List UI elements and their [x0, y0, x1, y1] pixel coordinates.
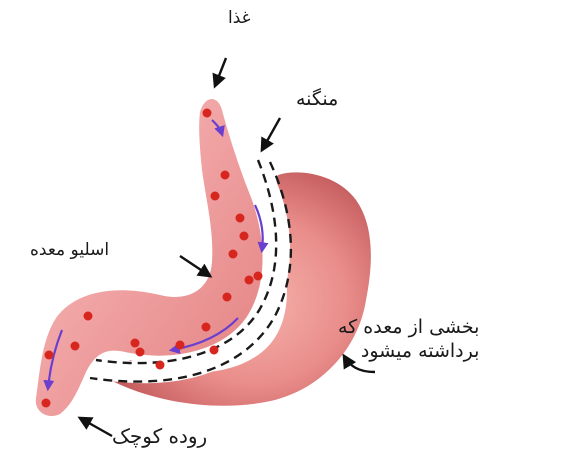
food-particle — [156, 361, 165, 370]
label-removed-part: بخشی از معده که برداشته میشود — [338, 316, 479, 364]
pointer-small-intestine — [80, 418, 112, 436]
label-small-intestine: روده کوچک — [112, 424, 207, 449]
label-sleeve-gastrectomy: اسلیو معده — [30, 240, 109, 261]
food-particle — [131, 339, 140, 348]
food-particle — [136, 348, 145, 357]
food-particle — [223, 293, 232, 302]
food-particle — [203, 109, 212, 118]
food-particle — [211, 192, 220, 201]
food-particle — [221, 171, 230, 180]
food-particle — [236, 214, 245, 223]
label-removed-line1: بخشی از معده که — [338, 316, 479, 340]
label-clip: منگنه — [296, 88, 338, 112]
food-particle — [45, 351, 54, 360]
food-particle — [202, 323, 211, 332]
food-particle — [42, 399, 51, 408]
pointer-sleeve — [180, 256, 210, 276]
food-particle — [71, 342, 80, 351]
food-particle — [210, 346, 219, 355]
pointer-food — [215, 58, 226, 86]
food-particle — [254, 272, 263, 281]
food-particle — [245, 276, 254, 285]
food-particle — [84, 312, 93, 321]
food-particle — [229, 250, 238, 259]
food-particle — [240, 232, 249, 241]
label-food: غذا — [228, 8, 251, 29]
pointer-clip — [262, 118, 280, 150]
label-removed-line2: برداشته میشود — [338, 340, 479, 364]
food-particle — [176, 341, 185, 350]
